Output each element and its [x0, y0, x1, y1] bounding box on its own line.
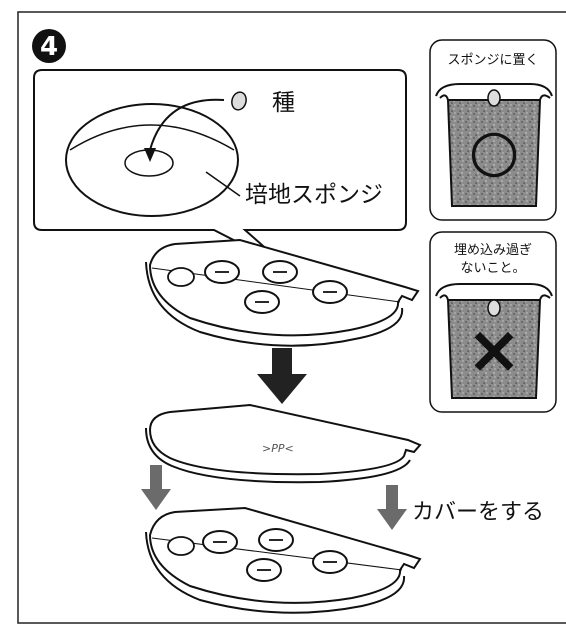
seed-placement-arrow: [149, 98, 225, 151]
seed-label: 種: [272, 90, 295, 116]
step-badge: 4: [32, 29, 66, 63]
down-arrow-icon: [257, 348, 307, 404]
zoom-callout: 種 培地スポンジ: [33, 69, 407, 269]
lower-seed-tray: [145, 506, 422, 614]
panel-wrong-caption-line2: ないこと。: [460, 261, 525, 276]
left-gray-arrow-icon: [141, 465, 171, 510]
seed-icon: [487, 299, 501, 317]
wrong-mark: ×: [466, 311, 521, 388]
panel-wrong: 埋め込み過ぎ ないこと。 ×: [429, 231, 557, 413]
tray-cover: >PP<: [145, 403, 422, 484]
panel-wrong-caption-line1: 埋め込み過ぎ: [454, 243, 532, 258]
page-frame: [17, 11, 566, 624]
seed-icon: [487, 89, 501, 107]
panel-correct-caption: スポンジに置く: [447, 53, 538, 68]
pp-recycle-mark: >PP<: [262, 442, 294, 455]
upper-seed-tray: [145, 238, 420, 347]
sponge-label: 培地スポンジ: [245, 182, 383, 208]
right-gray-arrow-icon: [377, 485, 407, 530]
seed-icon: [231, 91, 247, 111]
step-number: 4: [40, 32, 58, 62]
cover-instruction-label: カバーをする: [412, 500, 544, 525]
sponge-disc: [65, 103, 239, 217]
tray-drain-hole: [167, 267, 195, 287]
correct-mark: ○: [469, 116, 520, 184]
sponge-leader-line: [205, 171, 241, 197]
panel-correct: スポンジに置く ○: [429, 39, 557, 221]
